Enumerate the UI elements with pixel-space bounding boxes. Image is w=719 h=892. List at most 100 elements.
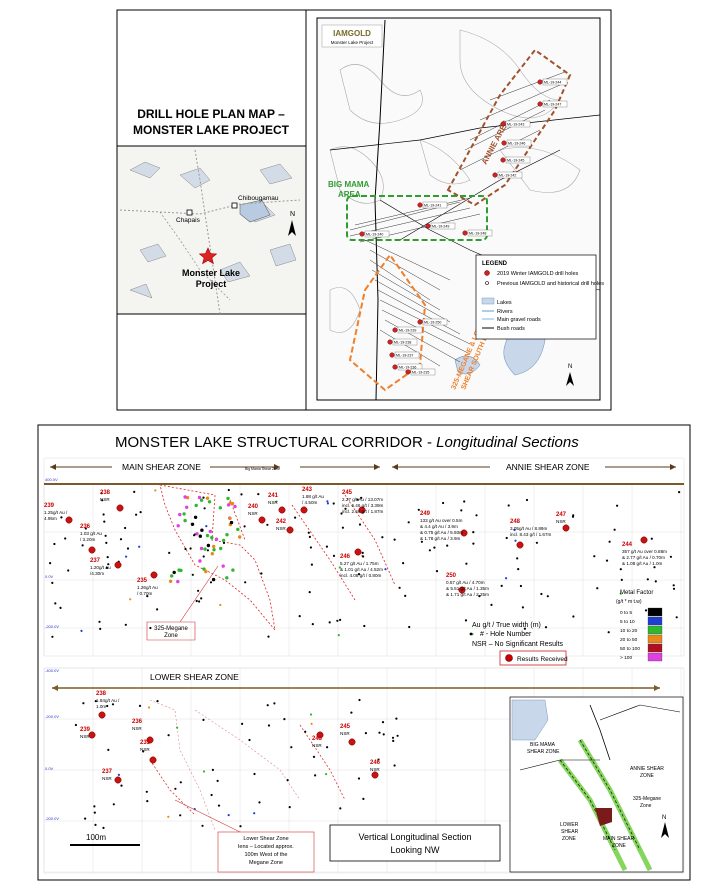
intercept-hole-239: 239 (44, 503, 55, 509)
intercept-hole-241: 241 (268, 493, 279, 499)
hole-pierce-dot (139, 510, 142, 514)
hole-pierce-dot (605, 559, 609, 562)
hole-pierce-dot (340, 512, 343, 515)
megane-pierce-dot (221, 564, 225, 568)
intercept-marker-238 (116, 504, 124, 512)
hole-pierce-dot (377, 758, 380, 761)
intercept-text-247: NSR (556, 519, 566, 524)
lower-section-dots (74, 698, 399, 830)
hole-pierce-dot (258, 801, 261, 804)
metal-factor-swatch (647, 643, 663, 653)
inset-lower-3: ZONE (562, 836, 577, 842)
section-title-box (329, 824, 501, 862)
hole-pierce-dot (202, 718, 205, 722)
hole-pierce-dot (572, 615, 575, 618)
inset-main-1: MAIN SHEAR (603, 836, 635, 842)
plan-hole-label: ML-19-243 (507, 123, 524, 127)
lower-intercept-marker-243 (316, 731, 324, 739)
intercept-marker-248 (516, 541, 524, 549)
intercept-hole-238: 238 (100, 490, 111, 496)
plan-hole-label-box (364, 230, 390, 238)
results-received-button (499, 650, 567, 666)
plan-hole-label: ML-19-236 (399, 366, 416, 370)
hole-pierce-dot (219, 603, 222, 607)
legend-title: LEGEND (482, 261, 508, 267)
hole-pierce-dot (179, 814, 182, 817)
hole-pierce-dot (308, 591, 311, 594)
inset-bigmama-2: SHEAR ZONE (527, 749, 560, 755)
intercept-text-246: & 1.01 g/t Au / 4.52m (340, 567, 383, 572)
hole-pierce-dot (460, 509, 463, 512)
megane-pierce-dot (170, 574, 174, 578)
plan-hole-label-box (422, 318, 448, 326)
intercept-text-246: incl. 4.08 g/t / 0.80m (340, 573, 382, 578)
hole-pierce-dot (146, 800, 149, 803)
plan-hole-label: ML-19-245 (507, 159, 524, 163)
plan-hole-marker (500, 157, 506, 163)
intercept-text-249: & 1.78 g/t Au / 3.9m (420, 536, 461, 541)
hole-pierce-dot (644, 609, 648, 612)
metal-factor-label: 20 to 50 (620, 637, 638, 643)
hole-pierce-dot (393, 538, 396, 541)
hole-pierce-dot (133, 490, 136, 493)
lower-intercept-text-238: 1.0m (96, 704, 106, 709)
legend-item-bush: Bush roads (497, 326, 525, 332)
hole-pierce-dot (202, 496, 205, 499)
hole-pierce-dot (378, 731, 381, 734)
hole-pierce-dot (107, 748, 110, 752)
hole-pierce-dot (540, 592, 543, 596)
intercept-marker-249 (460, 529, 468, 537)
megane-pierce-dot (172, 570, 176, 575)
hole-pierce-dot (312, 755, 316, 759)
intercept-marker-246 (354, 548, 362, 556)
hole-pierce-dot (675, 616, 678, 619)
plan-hole-label-box (392, 338, 418, 346)
hole-pierce-dot (607, 631, 610, 634)
hole-pierce-dot (119, 538, 123, 541)
hole-pierce-dot (60, 516, 63, 519)
intercept-text-249: 133 g/t Au over 0.5m (420, 518, 463, 523)
title-line1: DRILL HOLE PLAN MAP – (137, 107, 285, 121)
hole-pierce-dot (332, 554, 336, 558)
hole-pierce-dot (104, 534, 107, 537)
hole-pierce-dot (93, 805, 96, 808)
intercept-marker-237 (114, 561, 122, 569)
lower-intercept-marker-235 (149, 756, 157, 764)
hole-pierce-dot (106, 556, 109, 559)
hole-pierce-dot (521, 606, 525, 609)
elev-lower-3: 0.0V (45, 766, 54, 771)
hole-pierce-dot (126, 547, 130, 550)
intercept-text-243: / 4.50m (302, 500, 317, 505)
plan-legend (475, 254, 597, 340)
hole-pierce-dot (339, 618, 342, 622)
intercept-marker-244 (640, 536, 648, 544)
megane-pierce-dot (179, 568, 183, 573)
plan-hole-marker (537, 79, 543, 85)
plan-hole-label-box (497, 171, 523, 179)
hole-pierce-dot (408, 625, 411, 629)
hole-pierce-dot (81, 544, 84, 547)
lower-intercept-text-243: NSR (312, 743, 322, 748)
megane-pierce-dot (178, 512, 182, 517)
inset-annie-1: ANNIE SHEAR (630, 766, 664, 772)
key-line1: Au g/t / True width (m) (472, 622, 541, 629)
plan-hole-label-box (505, 120, 531, 128)
hole-pierce-dot (138, 545, 141, 548)
inset-north-arrow-icon (661, 822, 669, 838)
hole-pierce-dot (310, 722, 313, 725)
metal-factor-label: > 100 (620, 655, 632, 661)
plan-hole-label-box (542, 100, 568, 108)
hole-pierce-dot (310, 563, 313, 566)
hole-pierce-dot (189, 547, 192, 550)
hole-pierce-dot (339, 807, 342, 810)
hole-pierce-dot (307, 531, 310, 534)
lower-intercept-marker-245 (348, 738, 356, 746)
megane-pierce-dot (221, 538, 226, 543)
megane-pierce-dot (211, 577, 216, 582)
hole-pierce-dot (288, 806, 291, 809)
inset-north: N (290, 211, 295, 218)
hole-pierce-dot (619, 592, 622, 595)
hole-pierce-dot (167, 734, 170, 737)
